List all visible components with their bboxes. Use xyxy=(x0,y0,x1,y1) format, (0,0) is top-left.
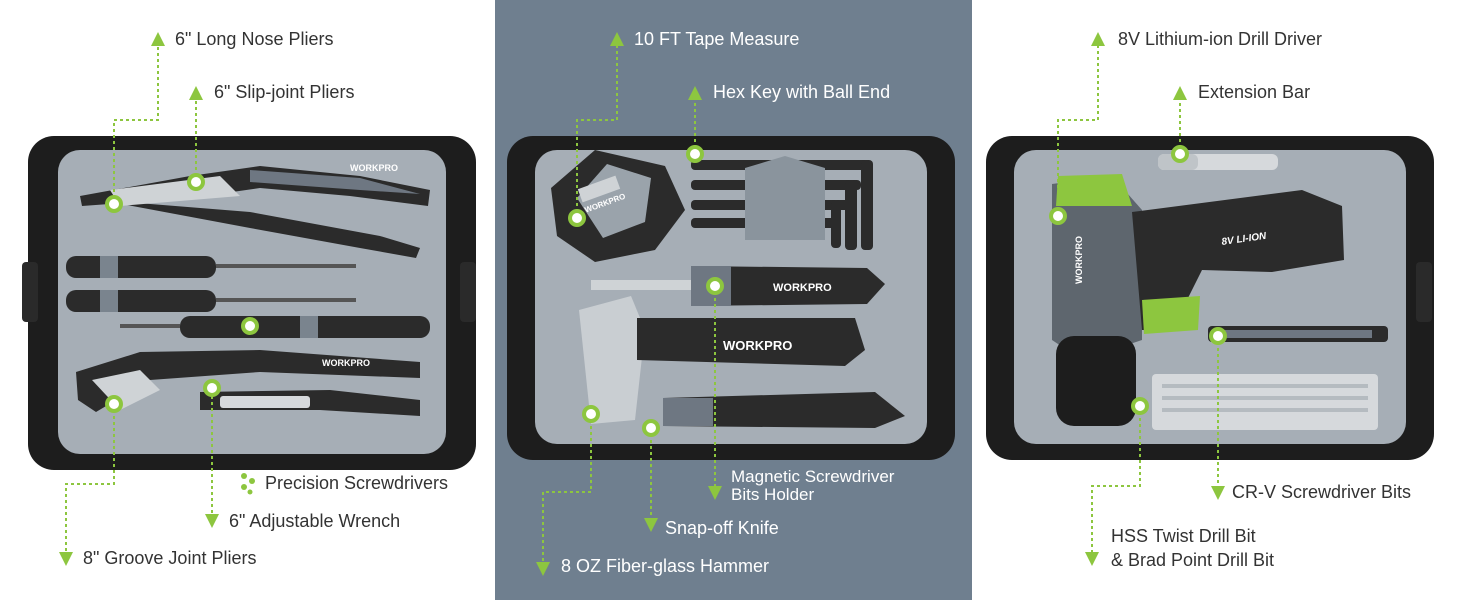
arrow-down-icon xyxy=(536,562,550,576)
wrench-and-groove-pliers: WORKPRO xyxy=(76,350,420,416)
arrow-down-icon xyxy=(59,552,73,566)
callout-line-tape xyxy=(576,46,618,218)
label-long-nose-pliers: 6" Long Nose Pliers xyxy=(175,29,334,49)
marker-knife xyxy=(642,419,660,437)
callout-line-groove xyxy=(65,404,115,552)
pliers-brand: WORKPRO xyxy=(350,163,398,173)
drill-driver: 8V LI-ION WORKPRO xyxy=(1052,174,1344,426)
precision-screwdrivers xyxy=(66,256,430,338)
marker-hex xyxy=(686,145,704,163)
label-tape-measure: 10 FT Tape Measure xyxy=(634,29,800,49)
middle-panel: WORKPRO WORKPRO WORKPRO xyxy=(495,0,972,600)
callout-line-drill xyxy=(1057,46,1099,218)
dot-cluster-icon xyxy=(241,473,247,479)
label-screwdriver-bits: CR-V Screwdriver Bits xyxy=(1232,482,1412,502)
label-snap-off-knife: Snap-off Knife xyxy=(665,518,779,538)
arrow-down-icon xyxy=(708,486,722,500)
label-hammer: 8 OZ Fiber-glass Hammer xyxy=(561,556,770,576)
callout-line-drill-bits xyxy=(1091,406,1141,554)
callout-line-long-nose xyxy=(113,46,159,204)
right-tool-case-photo: 8V LI-ION WORKPRO xyxy=(986,32,1434,566)
wrench-brand: WORKPRO xyxy=(322,358,370,368)
label-drill-bits-line2: & Brad Point Drill Bit xyxy=(1111,550,1275,570)
drill-brand: WORKPRO xyxy=(1074,236,1084,284)
label-extension-bar: Extension Bar xyxy=(1198,82,1311,102)
arrow-down-icon xyxy=(1211,486,1225,500)
label-precision-screwdrivers: Precision Screwdrivers xyxy=(265,473,449,493)
marker-tape xyxy=(568,209,586,227)
arrow-up-icon xyxy=(151,32,165,46)
label-bits-holder-line2: Bits Holder xyxy=(731,485,815,504)
tape-measure: WORKPRO xyxy=(551,150,685,262)
arrow-down-icon xyxy=(1085,552,1099,566)
hammer-brand: WORKPRO xyxy=(723,338,792,353)
label-drill-bits-line1: HSS Twist Drill Bit xyxy=(1111,526,1256,546)
arrow-up-icon xyxy=(189,86,203,100)
callout-line-hammer xyxy=(542,414,592,566)
label-hex-key: Hex Key with Ball End xyxy=(713,82,891,102)
label-groove-joint-pliers: 8" Groove Joint Pliers xyxy=(83,548,257,568)
label-adjustable-wrench: 6" Adjustable Wrench xyxy=(229,511,401,531)
marker-slip-joint xyxy=(187,173,205,191)
hex-key-set xyxy=(691,156,873,250)
marker-screwdrivers xyxy=(241,317,259,335)
right-panel: 8V LI-ION WORKPRO xyxy=(972,0,1464,600)
marker-bits-holder xyxy=(706,277,724,295)
marker-extension xyxy=(1171,145,1189,163)
marker-hammer xyxy=(582,405,600,423)
label-slip-joint-pliers: 6" Slip-joint Pliers xyxy=(214,82,355,102)
drill-chuck xyxy=(1056,336,1136,426)
left-tool-case-photo: WORKPRO WORKPRO xyxy=(22,32,476,566)
arrow-down-icon xyxy=(205,514,219,528)
marker-wrench xyxy=(203,379,221,397)
marker-drill xyxy=(1049,207,1067,225)
screwdriver-brand: WORKPRO xyxy=(773,282,832,294)
hammer-and-knife: WORKPRO xyxy=(579,296,905,428)
drill-bit-case xyxy=(1152,374,1378,430)
arrow-up-icon xyxy=(688,86,702,100)
left-panel: WORKPRO WORKPRO xyxy=(0,0,495,600)
magnetic-screwdriver: WORKPRO xyxy=(591,266,885,306)
arrow-up-icon xyxy=(1173,86,1187,100)
marker-groove xyxy=(105,395,123,413)
arrow-up-icon xyxy=(610,32,624,46)
arrow-up-icon xyxy=(1091,32,1105,46)
label-bits-holder-line1: Magnetic Screwdriver xyxy=(731,467,895,486)
marker-long-nose xyxy=(105,195,123,213)
label-drill-driver: 8V Lithium-ion Drill Driver xyxy=(1118,29,1323,49)
marker-drill-bits xyxy=(1131,397,1149,415)
screwdriver-bit-strip xyxy=(1208,326,1388,342)
middle-tool-case-photo: WORKPRO WORKPRO WORKPRO xyxy=(507,32,955,576)
arrow-down-icon xyxy=(644,518,658,532)
marker-bits xyxy=(1209,327,1227,345)
long-nose-pliers: WORKPRO xyxy=(80,163,430,258)
